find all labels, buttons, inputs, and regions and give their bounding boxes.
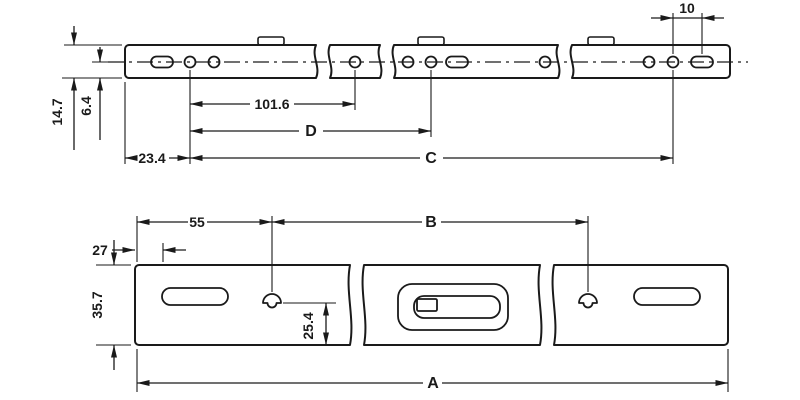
dim-label-101-6: 101.6 (254, 96, 289, 112)
center-slot-window (416, 298, 438, 312)
dim-label-6-4: 6.4 (78, 96, 94, 116)
dim-label-c: C (425, 150, 437, 167)
dim-height: 14.7 (49, 26, 77, 150)
tab-half-round (578, 293, 598, 309)
bottom-view-dimensions: 55 B 27 35.7 25.4 A (89, 214, 729, 392)
rail-segment (124, 44, 319, 79)
bottom-view-rail (134, 264, 729, 346)
dim-front-tab: 55 (137, 214, 272, 230)
dim-label-10: 10 (679, 0, 695, 16)
mounting-lug (587, 36, 615, 46)
dim-label-27: 27 (92, 242, 108, 258)
dim-label-a: A (427, 375, 439, 392)
dim-width: 35.7 (89, 240, 117, 370)
dim-slot-offset: 27 (92, 242, 186, 258)
top-view-dimensions: 10 14.7 6.4 101.6 D (49, 0, 724, 167)
dim-label-25-4: 25.4 (300, 312, 316, 339)
dim-end-pitch: 10 (651, 0, 724, 21)
dim-c: C (190, 150, 673, 167)
rail-segment (134, 264, 353, 346)
rail-segment (391, 44, 561, 79)
mounting-lug (257, 36, 285, 46)
dim-d: D (190, 123, 431, 140)
dim-a: A (137, 375, 728, 392)
dim-label-35-7: 35.7 (89, 291, 105, 318)
dim-hole-pitch: 101.6 (190, 96, 355, 112)
dim-label-b: B (425, 214, 437, 231)
dim-label-55: 55 (189, 214, 205, 230)
dim-b: B (272, 214, 588, 231)
top-view-rail (124, 36, 731, 79)
dim-label-d: D (305, 123, 317, 140)
slot-oval (161, 287, 229, 306)
slot-oval (633, 287, 701, 306)
dim-tab-depth: 25.4 (300, 303, 329, 345)
dim-front-hole: 23.4 (125, 150, 190, 166)
mounting-lug (417, 36, 445, 46)
dim-label-14-7: 14.7 (49, 98, 65, 125)
dim-center-offset: 6.4 (78, 47, 103, 140)
tab-half-round (262, 293, 282, 309)
dim-label-23-4: 23.4 (138, 150, 165, 166)
